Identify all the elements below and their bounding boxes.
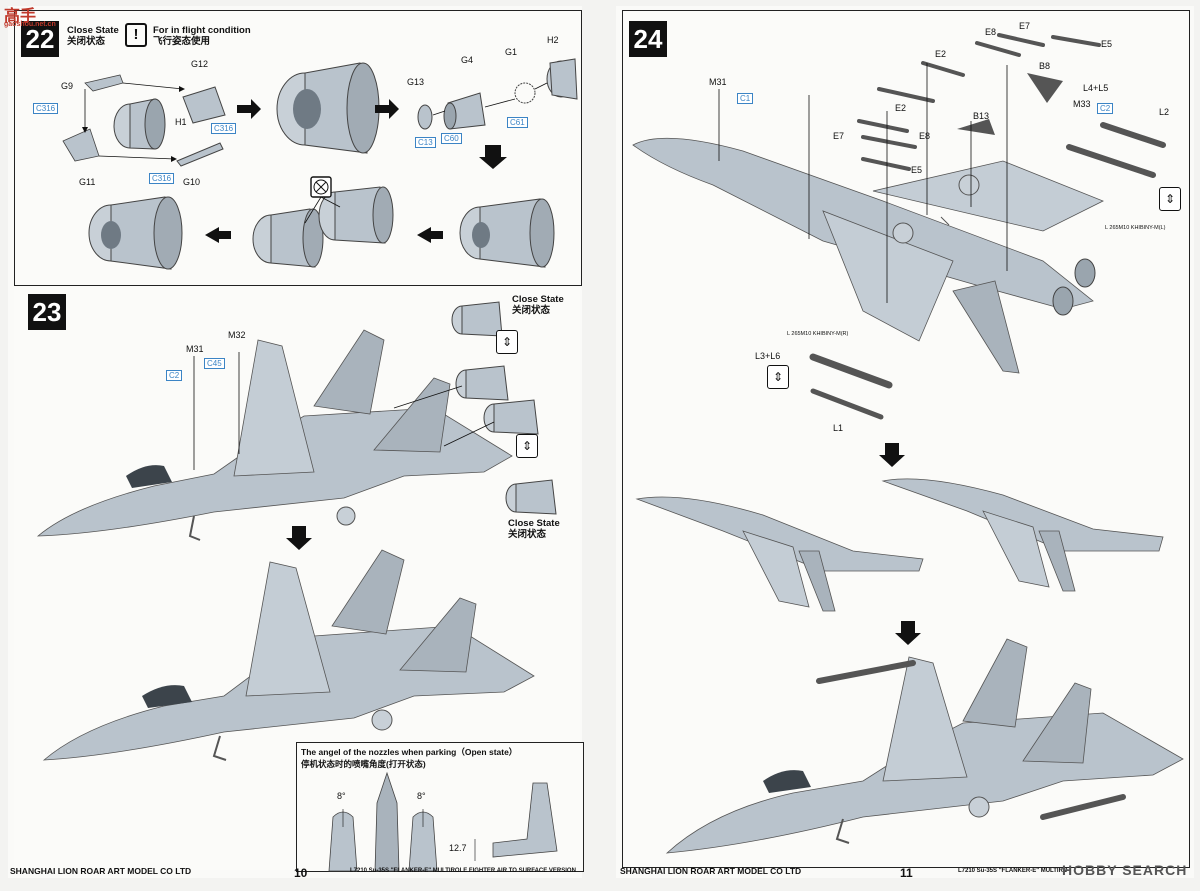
close-state-label: Close State — [67, 25, 119, 36]
flight-note-cn: 飞行姿态使用 — [153, 36, 211, 47]
part-h1: H1 — [175, 117, 187, 127]
nozzle-angle-inset: The angel of the nozzles when parking（Op… — [296, 742, 584, 872]
step-23-panel: 23 — [14, 286, 584, 872]
part-m31: M31 — [709, 77, 727, 87]
part-e5: E5 — [911, 165, 923, 175]
angle-label: 8° — [417, 791, 426, 801]
part-l4-l5: L4+L5 — [1083, 83, 1109, 93]
step-22-diagram — [62, 58, 578, 270]
swap-arrows-icon: ⇕ — [516, 434, 538, 458]
close-state-label: Close State — [512, 294, 564, 305]
callout-c316: C316 — [149, 173, 175, 184]
part-g12: G12 — [191, 59, 209, 69]
footer-company: SHANGHAI LION ROAR ART MODEL CO LTD — [10, 866, 192, 876]
part-l3-l6: L3+L6 — [755, 351, 781, 361]
inset-title-cn: 停机状态时的喷嘴角度(打开状态) — [301, 759, 426, 769]
callout-c316: C316 — [33, 103, 59, 114]
step-24-number: 24 — [629, 21, 667, 57]
step-22-number: 22 — [21, 21, 59, 57]
step-22-panel: 22 Close State 关闭状态 ! For in flight cond… — [14, 10, 582, 286]
right-page: 24 — [616, 6, 1194, 880]
swap-arrows-icon: ⇕ — [767, 365, 789, 389]
close-state-label-cn: 关闭状态 — [67, 36, 106, 47]
missile-label-left-side: L 265M10 KHIBINY-M(L) — [1105, 225, 1166, 231]
part-e8: E8 — [919, 131, 931, 141]
part-g11: G11 — [79, 177, 96, 187]
part-e2: E2 — [935, 49, 947, 59]
part-e7: E7 — [833, 131, 845, 141]
part-g4: G4 — [461, 55, 474, 65]
part-b8: B8 — [1039, 61, 1051, 71]
swap-arrows-icon: ⇕ — [1159, 187, 1181, 211]
left-page: 22 Close State 关闭状态 ! For in flight cond… — [8, 6, 584, 880]
part-g10: G10 — [183, 177, 201, 187]
step-24-diagram — [632, 33, 1184, 854]
part-l1: L1 — [833, 423, 844, 433]
part-l2: L2 — [1159, 107, 1170, 117]
part-e5: E5 — [1101, 39, 1113, 49]
part-m32: M32 — [228, 330, 246, 340]
page-number: 10 — [294, 866, 308, 880]
part-g1: G1 — [505, 47, 518, 57]
swap-arrows-icon: ⇕ — [496, 330, 518, 354]
callout-c61: C61 — [507, 117, 528, 128]
page-number: 11 — [900, 866, 913, 880]
part-m33: M33 — [1073, 99, 1091, 109]
callout-c2: C2 — [1097, 103, 1114, 114]
inset-diagram — [328, 771, 558, 872]
inset-title: The angel of the nozzles when parking（Op… — [301, 747, 518, 757]
callout-c13: C13 — [415, 137, 436, 148]
close-state-label-cn: 关闭状态 — [508, 529, 547, 540]
logo-text: 高手 — [4, 8, 37, 25]
part-g13: G13 — [407, 77, 425, 87]
callout-c1: C1 — [737, 93, 754, 104]
part-e2: E2 — [895, 103, 907, 113]
missile-label-right-side: L 265M10 KHIBINY-M(R) — [787, 331, 849, 337]
site-logo: 高手 gaoshou.net.cn — [2, 2, 74, 32]
close-state-label-cn: 关闭状态 — [512, 305, 551, 316]
callout-c316: C316 — [211, 123, 237, 134]
step-24-panel: 24 — [622, 10, 1190, 868]
part-e7: E7 — [1019, 21, 1031, 31]
footer-company: SHANGHAI LION ROAR ART MODEL CO LTD — [620, 866, 802, 876]
footer-product: L7210 Su-35S "FLANKER-E" MULTIROLE FIGHT… — [958, 868, 1068, 874]
angle-label: 8° — [337, 791, 346, 801]
part-b13: B13 — [973, 111, 990, 121]
step-23-number: 23 — [28, 294, 66, 330]
hobby-search-watermark: HOBBY SEARCH — [1062, 862, 1188, 878]
dimension-label: 12.7 — [449, 843, 467, 853]
step-23-diagram — [36, 301, 557, 761]
warning-icon: ! — [125, 23, 147, 47]
callout-c60: C60 — [441, 133, 462, 144]
close-state-label: Close State — [508, 518, 560, 529]
callout-c45: C45 — [204, 358, 225, 369]
part-h2: H2 — [547, 35, 559, 45]
part-m31: M31 — [186, 344, 204, 354]
footer-product: L7210 Su-35S "FLANKER-E" MULTIROLE FIGHT… — [350, 868, 576, 874]
part-e8: E8 — [985, 27, 997, 37]
logo-site: gaoshou.net.cn — [4, 21, 56, 28]
flight-note: For in flight condition — [153, 25, 251, 36]
part-g9: G9 — [61, 81, 74, 91]
callout-c2: C2 — [166, 370, 183, 381]
